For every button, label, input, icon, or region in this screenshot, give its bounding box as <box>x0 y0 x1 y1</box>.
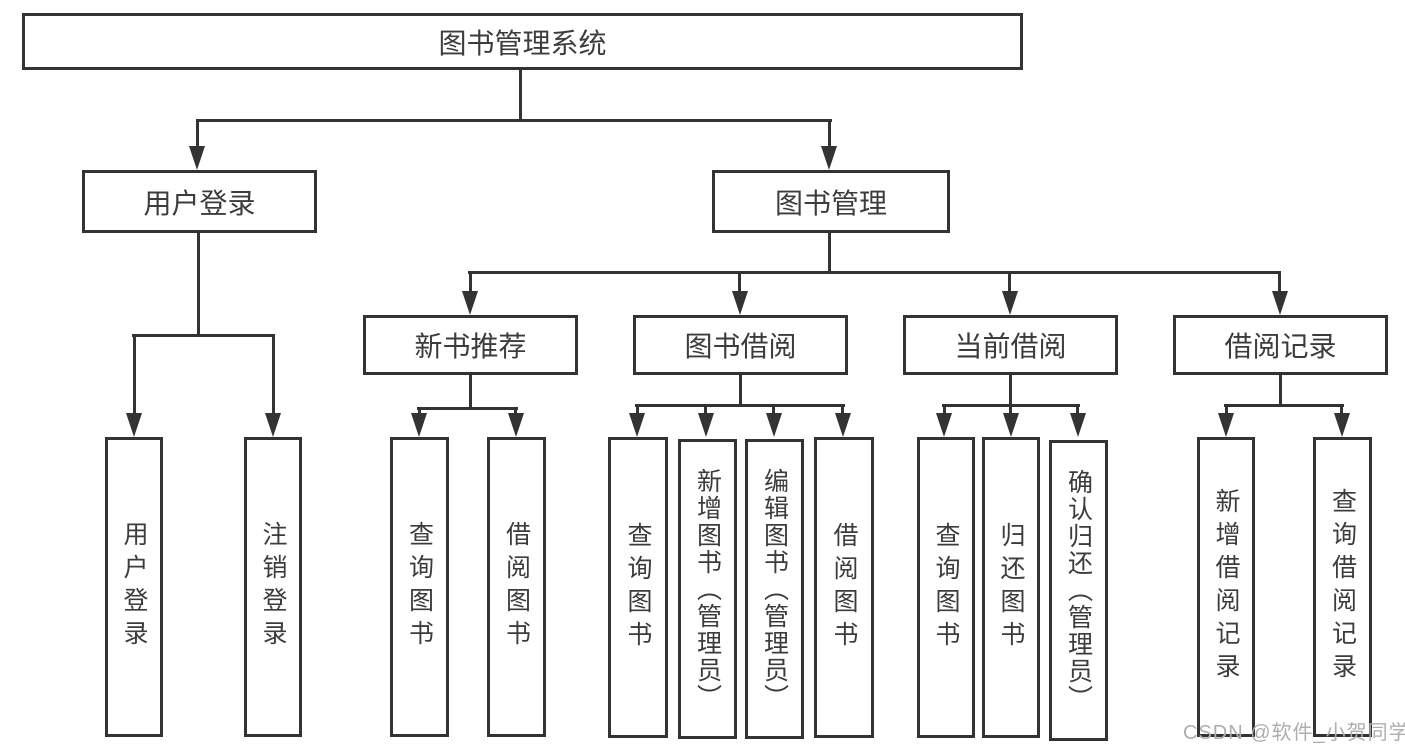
node-query-books-current: 查询图书 <box>917 437 975 738</box>
connector-root-stem <box>519 70 522 120</box>
connector-book-borrow-stem <box>739 375 742 405</box>
node-edit-book-admin: 编辑图书（管理员） <box>745 439 804 739</box>
arrowhead-down-icon <box>936 413 952 437</box>
arrowhead-down-icon <box>698 413 714 437</box>
connector-user-login-split <box>132 334 275 337</box>
connector-drop <box>704 404 707 414</box>
node-logout: 注销登录 <box>244 437 302 737</box>
arrowhead-down-icon <box>629 413 645 437</box>
arrowhead-down-icon <box>1003 413 1019 437</box>
arrowhead-down-icon <box>766 413 782 437</box>
node-user-login-action: 用户登录 <box>105 437 163 737</box>
node-book-management: 图书管理 <box>712 170 950 233</box>
connector-to-login-action <box>133 334 136 414</box>
connector-root-split <box>196 119 832 122</box>
connector-drop <box>841 404 844 414</box>
arrowhead-down-icon <box>265 413 281 437</box>
node-borrow-books-recommend: 借阅图书 <box>487 437 546 737</box>
node-add-book-admin: 新增图书（管理员） <box>678 439 737 739</box>
connector-book-management-split <box>468 271 1281 274</box>
connector-drop <box>1340 404 1343 414</box>
connector-to-book-borrow <box>738 271 741 293</box>
connector-borrow-records-stem <box>1279 375 1282 405</box>
connector-to-book-management <box>828 119 831 150</box>
connector-drop <box>1225 404 1228 414</box>
arrowhead-down-icon <box>411 413 427 437</box>
connector-drop <box>772 404 775 414</box>
arrowhead-down-icon <box>835 413 851 437</box>
node-add-borrow-record: 新增借阅记录 <box>1197 437 1255 737</box>
connector-user-login-stem <box>197 233 200 336</box>
node-root-library-system: 图书管理系统 <box>22 13 1023 70</box>
arrowhead-down-icon <box>189 146 205 170</box>
connector-drop <box>514 407 517 415</box>
arrowhead-down-icon <box>732 291 748 315</box>
connector-new-book-split <box>417 407 518 410</box>
node-query-books-borrow: 查询图书 <box>608 437 668 738</box>
connector-drop <box>636 404 639 414</box>
node-borrow-books: 借阅图书 <box>814 437 874 738</box>
arrowhead-down-icon <box>1002 291 1018 315</box>
arrowhead-down-icon <box>1218 413 1234 437</box>
connector-drop <box>1009 404 1012 414</box>
connector-to-current-borrow <box>1008 271 1011 293</box>
node-query-borrow-record: 查询借阅记录 <box>1313 437 1372 737</box>
arrowhead-down-icon <box>462 291 478 315</box>
arrowhead-down-icon <box>821 146 837 170</box>
connector-drop <box>1076 404 1079 414</box>
node-book-borrow: 图书借阅 <box>633 315 848 375</box>
connector-new-book-stem <box>469 375 472 408</box>
connector-to-borrow-records <box>1278 271 1281 293</box>
connector-borrow-records-split <box>1224 404 1344 407</box>
node-query-books-recommend: 查询图书 <box>390 437 449 737</box>
arrowhead-down-icon <box>1272 291 1288 315</box>
connector-to-new-book <box>469 271 472 293</box>
arrowhead-down-icon <box>1070 413 1086 437</box>
connector-book-management-stem <box>828 233 831 273</box>
node-new-book-recommend: 新书推荐 <box>363 315 578 375</box>
connector-to-logout <box>272 334 275 414</box>
arrowhead-down-icon <box>508 413 524 437</box>
connector-to-user-login <box>196 119 199 150</box>
connector-drop <box>418 407 421 415</box>
connector-current-borrow-stem <box>1009 375 1012 405</box>
connector-drop <box>943 404 946 414</box>
node-return-books: 归还图书 <box>982 437 1040 738</box>
csdn-watermark: CSDN @软件_小贺同学 <box>1183 722 1405 744</box>
arrowhead-down-icon <box>1334 413 1350 437</box>
connector-book-borrow-split <box>635 404 845 407</box>
arrowhead-down-icon <box>126 413 142 437</box>
node-confirm-return-admin: 确认归还（管理员） <box>1049 440 1108 741</box>
node-user-login: 用户登录 <box>82 170 317 233</box>
node-borrow-records: 借阅记录 <box>1173 315 1388 375</box>
node-current-borrow: 当前借阅 <box>903 315 1118 375</box>
